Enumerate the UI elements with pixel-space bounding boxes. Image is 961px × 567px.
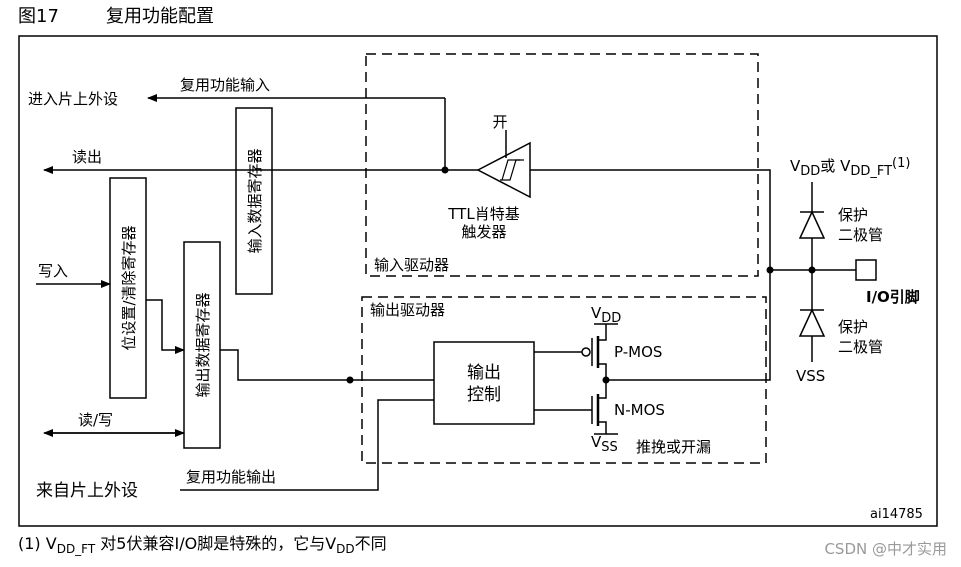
nmos-drain [598,380,607,399]
bit-set-reset-register-label: 位设置/清除寄存器 [120,225,138,350]
read-write-label: 读/写 [78,411,113,429]
schmitt-trigger-symbol [476,141,531,199]
footnote: (1) VDD_FT 对5伏兼容I/O脚是特殊的，它与VDD不同 [18,534,387,557]
nmos-source [598,421,607,434]
push-pull-label: 推挽或开漏 [636,438,711,456]
figure-title: 图17 复用功能配置 [18,2,214,28]
outer-frame [18,35,938,527]
input-data-register-label: 输入数据寄存器 [246,148,264,253]
upper-diode-label-1: 保护 [838,206,868,224]
af-output-label: 复用功能输出 [186,468,276,486]
switch-on-label: 开 [492,113,507,131]
schmitt-label-1: TTL肖特基 [447,205,519,223]
bit-set-reset-register [109,177,147,399]
output-control-label-2: 控制 [467,385,501,405]
vss-pin-label: VSS [796,367,825,385]
figure-number: 图17 [18,6,59,27]
odr-output-wire [220,349,350,381]
af-output-wire [180,399,434,491]
from-peripheral-label: 来自片上外设 [36,481,138,501]
hysteresis-icon-b [501,159,520,181]
af-input-label: 复用功能输入 [180,76,270,94]
output-driver-label: 输出驱动器 [370,301,445,319]
input-driver-box [365,53,759,277]
pmos-bubble [581,347,591,357]
pmos-drain [598,363,607,380]
io-pin-label: I/O引脚 [866,288,920,306]
schmitt-label-2: 触发器 [461,223,506,241]
bsrr-to-odr-wire [146,299,185,354]
figure-code: ai14785 [870,507,923,522]
lower-diode-symbol [798,308,826,337]
input-driver-label: 输入驱动器 [374,256,449,274]
watermark: CSDN @中才实用 [824,540,947,558]
lower-diode-label-2: 二极管 [838,338,883,356]
write-label: 写入 [38,262,68,280]
nmos-label: N-MOS [614,401,665,419]
vdd-ft-label: VDD或 VDD_FT(1) [790,156,910,179]
output-control-box [433,341,535,425]
lower-diode-label-1: 保护 [838,318,868,336]
figure-caption: 复用功能配置 [106,6,214,27]
mos-output-wire [606,270,771,381]
read-label: 读出 [72,148,102,166]
pmos-label: P-MOS [614,343,662,361]
vss-label: VSS [591,433,618,455]
output-data-register [183,241,221,449]
vdd-label: VDD [591,304,621,326]
input-data-register [235,107,273,295]
pmos-source [598,324,607,341]
io-pin-pad [855,259,877,281]
schmitt-input-wire [530,169,771,270]
output-control-label-1: 输出 [467,363,501,383]
upper-diode-symbol [798,210,826,239]
output-data-register-label: 输出数据寄存器 [194,292,212,397]
to-peripheral-label: 进入片上外设 [28,90,118,108]
upper-diode-label-2: 二极管 [838,226,883,244]
